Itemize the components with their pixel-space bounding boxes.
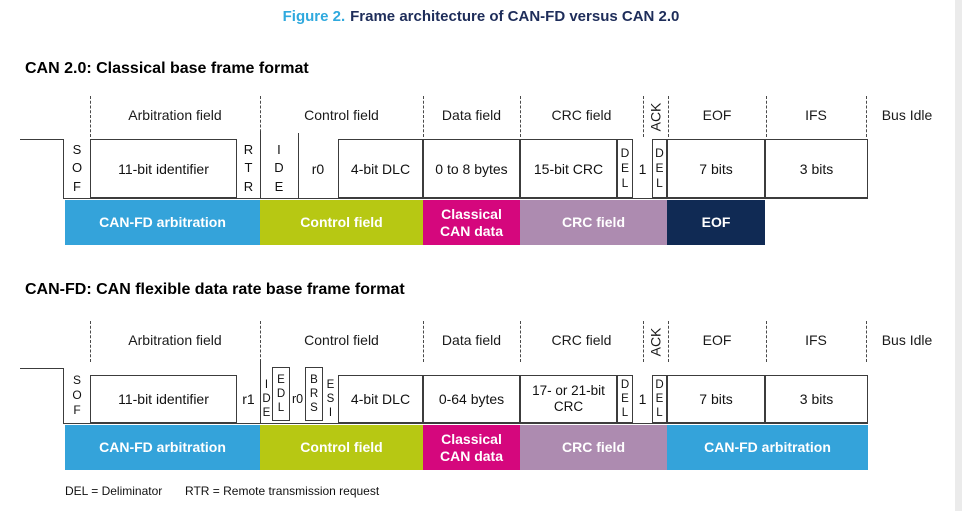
can20-heading: CAN 2.0: Classical base frame format: [25, 60, 309, 77]
field-label-control: Control field: [304, 332, 379, 348]
field-boundary-line: [260, 131, 261, 198]
dashed-separator: [643, 321, 644, 362]
field-label-crc: CRC field: [551, 332, 612, 348]
field-label-crc: CRC field: [551, 107, 612, 123]
cell-ide: I D E: [274, 141, 284, 194]
dashed-separator: [766, 96, 767, 137]
footer-rtr-note: RTR = Remote transmission request: [185, 484, 380, 498]
footer-del-note: DEL = Deliminator: [65, 484, 163, 498]
dashed-separator: [866, 321, 867, 362]
dashed-separator: [90, 96, 91, 137]
field-label-control: Control field: [304, 107, 379, 123]
bar-data: Classical CAN data: [423, 425, 520, 470]
figure-title: Figure 2.Frame architecture of CAN-FD ve…: [0, 8, 962, 25]
field-boundary-line: [298, 133, 299, 198]
cell-data: 0 to 8 bytes: [423, 139, 520, 198]
cell-esi: E S I: [326, 379, 335, 419]
dashed-separator: [520, 321, 521, 362]
bar-eof-ifs: CAN-FD arbitration: [667, 425, 868, 470]
cell-crc-del: D E L: [617, 139, 633, 198]
dashed-separator: [260, 96, 261, 137]
bar-eof: EOF: [667, 200, 765, 245]
cell-ack-slot: 1: [638, 391, 647, 407]
cell-identifier: 11-bit identifier: [90, 139, 237, 198]
cell-r0: r0: [311, 160, 325, 177]
dashed-separator: [866, 96, 867, 137]
field-label-data: Data field: [441, 107, 502, 123]
figure-caption: Frame architecture of CAN-FD versus CAN …: [350, 8, 680, 25]
cell-ack-slot: 1: [638, 160, 647, 177]
dashed-separator: [668, 96, 669, 137]
cell-sof: S O F: [63, 139, 90, 198]
cell-ifs: 3 bits: [765, 375, 868, 423]
dashed-separator: [423, 96, 424, 137]
cell-ack-del: D E L: [652, 139, 667, 198]
cell-eof: 7 bits: [667, 139, 765, 198]
dashed-separator: [643, 96, 644, 137]
bar-arbitration: CAN-FD arbitration: [65, 200, 260, 245]
dashed-separator: [260, 321, 261, 362]
bar-crc: CRC field: [520, 425, 667, 470]
field-label-ack-rotated: ACK: [640, 96, 670, 137]
field-label-eof: EOF: [702, 332, 732, 348]
figure-number: Figure 2.: [282, 8, 346, 25]
dashed-separator: [520, 96, 521, 137]
cell-crc: 15-bit CRC: [520, 139, 617, 198]
cell-crc: 17- or 21-bit CRC: [520, 375, 617, 423]
cell-edl: E D L: [272, 367, 290, 421]
frame-bottom-line: [63, 423, 868, 424]
field-label-ifs: IFS: [805, 332, 827, 348]
cell-r0: r0: [291, 392, 304, 406]
bar-control: Control field: [260, 425, 423, 470]
cell-dlc: 4-bit DLC: [338, 139, 423, 198]
bus-idle-line: [20, 139, 63, 140]
bar-data: Classical CAN data: [423, 200, 520, 245]
field-label-arbitration: Arbitration field: [128, 107, 222, 123]
ack-text: ACK: [646, 102, 663, 131]
dashed-separator: [766, 321, 767, 362]
dashed-separator: [423, 321, 424, 362]
dashed-separator: [90, 321, 91, 362]
cell-r1: r1: [242, 391, 255, 407]
field-label-bus-idle: Bus Idle: [881, 332, 933, 348]
cell-eof: 7 bits: [667, 375, 765, 423]
cell-brs: B R S: [305, 367, 323, 421]
field-label-eof: EOF: [702, 107, 732, 123]
canfd-heading: CAN-FD: CAN flexible data rate base fram…: [25, 281, 405, 298]
field-boundary-line: [260, 360, 261, 423]
bar-control: Control field: [260, 200, 423, 245]
ack-text: ACK: [646, 327, 663, 356]
field-label-bus-idle: Bus Idle: [881, 107, 933, 123]
cell-sof: S O F: [63, 368, 90, 423]
bar-arbitration: CAN-FD arbitration: [65, 425, 260, 470]
cell-ide: I D E: [262, 379, 271, 419]
field-label-arbitration: Arbitration field: [128, 332, 222, 348]
cell-ack-del: D E L: [652, 375, 667, 423]
cell-data: 0-64 bytes: [423, 375, 520, 423]
cell-identifier: 11-bit identifier: [90, 375, 237, 423]
frame-bottom-line: [63, 198, 868, 199]
field-label-ifs: IFS: [805, 107, 827, 123]
bar-crc: CRC field: [520, 200, 667, 245]
field-label-data: Data field: [441, 332, 502, 348]
cell-crc-del: D E L: [617, 375, 633, 423]
page-edge-strip: [955, 0, 962, 511]
field-label-ack-rotated: ACK: [640, 321, 670, 362]
bus-idle-line: [20, 368, 63, 369]
cell-dlc: 4-bit DLC: [338, 375, 423, 423]
dashed-separator: [668, 321, 669, 362]
cell-ifs: 3 bits: [765, 139, 868, 198]
cell-rtr: R T R: [243, 141, 254, 194]
